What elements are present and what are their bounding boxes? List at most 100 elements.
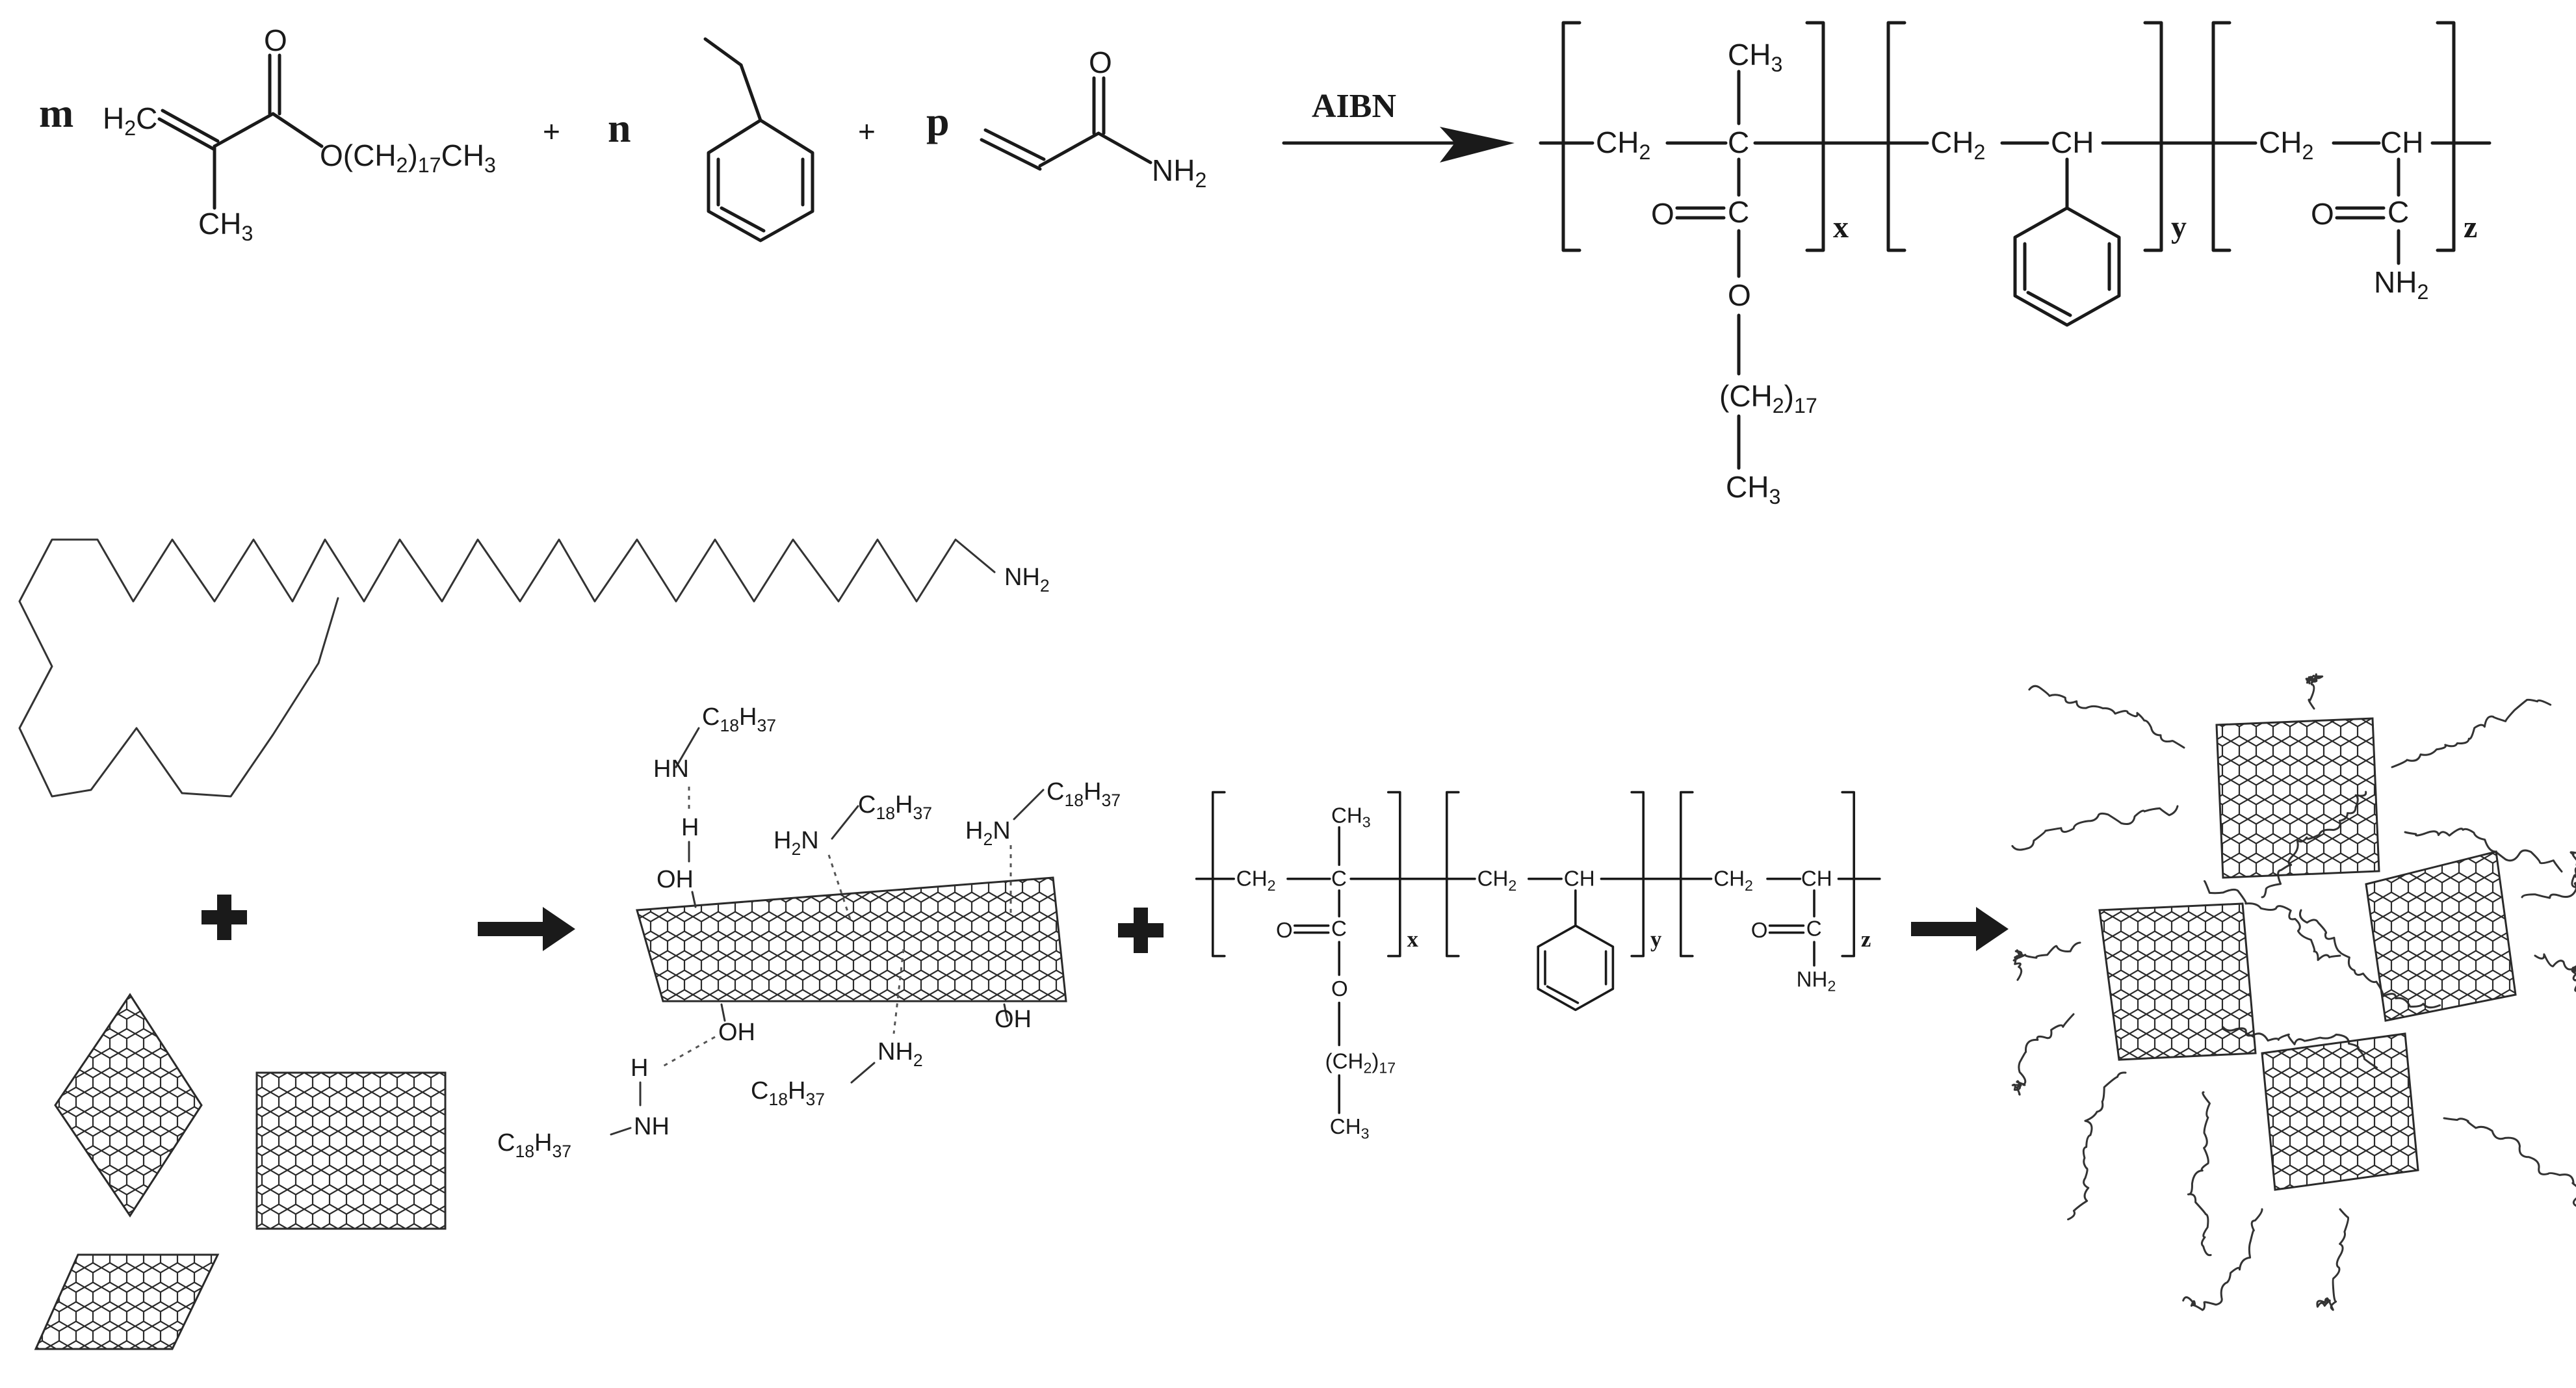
amide-nh2: NH2 — [1152, 153, 1206, 192]
unit3-o: O — [2311, 197, 2334, 231]
polymer-chain — [2305, 673, 2324, 710]
s-unit1-chain: (CH2)17 — [1325, 1049, 1396, 1076]
s-unit1-c: C — [1331, 867, 1347, 891]
fg-c18h37-3: C18H37 — [1047, 778, 1121, 810]
polymer-chain — [2404, 828, 2563, 873]
polymer-chain — [2391, 698, 2552, 768]
s-unit1-ester-c: C — [1331, 917, 1347, 941]
fg-c18h37-2: C18H37 — [858, 791, 932, 823]
polymer-chain — [2067, 1071, 2127, 1221]
polymer-chain — [2187, 1091, 2212, 1257]
subscript-x: x — [1833, 210, 1849, 244]
carbonyl-o: O — [264, 23, 287, 57]
big-plus-1 — [202, 895, 247, 940]
process-arrow-2 — [1911, 907, 2009, 951]
ch3-label: CH3 — [198, 207, 253, 245]
coef-p: p — [926, 98, 950, 144]
s-unit3-ch: CH — [1801, 867, 1832, 891]
reaction-arrow-top — [1282, 127, 1515, 163]
s-unit1-end-ch3: CH3 — [1330, 1115, 1370, 1142]
process-arrow-1 — [478, 907, 575, 951]
graphene-sheet-square — [255, 1071, 447, 1230]
polymer-chain — [2011, 1013, 2075, 1096]
graphene-sheet-rhombus — [34, 1253, 220, 1350]
monomer-stearyl-methacrylate: H2C CH3 O O(CH2)17CH3 — [103, 23, 496, 245]
s-unit3-ch2: CH2 — [1713, 867, 1753, 894]
polymer-chain — [2443, 1117, 2576, 1207]
unit1-ester-c: C — [1728, 195, 1749, 229]
s-subscript-y: y — [1650, 927, 1661, 952]
subscript-y: y — [2171, 210, 2187, 244]
s-subscript-x: x — [1407, 927, 1419, 952]
product-terpolymer: CH2 C CH2 CH CH2 CH CH3 C O O (CH2)17 CH… — [1539, 21, 2491, 508]
fg-oh-3: OH — [995, 1006, 1032, 1033]
big-plus-2 — [1118, 908, 1164, 953]
unit2-ch2: CH2 — [1931, 125, 1985, 164]
fg-c18h37-4: C18H37 — [497, 1129, 571, 1161]
composite-sheet-right — [2365, 850, 2517, 1022]
fg-c18h37-5: C18H37 — [751, 1077, 825, 1109]
unit1-ch3: CH3 — [1728, 38, 1782, 76]
fg-c18h37-1: C18H37 — [702, 703, 776, 735]
unit3-nh2: NH2 — [2374, 265, 2428, 304]
h2c-label: H2C — [103, 101, 157, 140]
fg-oh-2: OH — [718, 1019, 755, 1046]
catalyst-aibn: AIBN — [1312, 88, 1396, 125]
composite-sheet-bottom — [2261, 1032, 2419, 1191]
unit1-ch2: CH2 — [1596, 125, 1650, 164]
ester-label: O(CH2)17CH3 — [320, 138, 496, 177]
monomer-acrylamide: O NH2 — [980, 46, 1206, 192]
fg-h2n-1: H2N — [774, 827, 819, 859]
polymer-chain — [2521, 851, 2576, 899]
unit3-c: C — [2387, 195, 2409, 229]
polymer-chains — [2011, 673, 2576, 1311]
composite-sheet-top — [2215, 717, 2380, 879]
s-unit1-ether-o: O — [1331, 977, 1348, 1001]
product-terpolymer-small: CH2 C CH2 CH CH2 CH CH3 C O O (CH2)17 CH… — [1195, 791, 1881, 1142]
polymer-chain — [2534, 953, 2576, 992]
s-unit1-ch2: CH2 — [1236, 867, 1276, 894]
composite-graphene-polymer — [2011, 673, 2576, 1311]
polymer-chain — [2316, 1208, 2350, 1311]
subscript-z: z — [2464, 210, 2477, 244]
fg-nh-1: NH — [634, 1113, 670, 1140]
unit3-ch: CH — [2380, 125, 2423, 159]
unit1-c: C — [1728, 125, 1749, 159]
fg-h-1: H — [681, 814, 699, 841]
s-unit3-o: O — [1751, 919, 1768, 943]
s-unit3-c: C — [1806, 917, 1822, 941]
coef-m: m — [39, 90, 73, 136]
amide-o: O — [1089, 46, 1112, 79]
polymer-chain — [2011, 805, 2179, 851]
polymer-chain — [2204, 880, 2341, 962]
fg-nh2-1: NH2 — [878, 1038, 923, 1070]
unit3-ch2: CH2 — [2259, 125, 2313, 164]
fg-oh-1: OH — [657, 866, 694, 893]
s-unit2-ch: CH — [1564, 867, 1595, 891]
s-subscript-z: z — [1861, 927, 1871, 952]
fg-h-2: H — [631, 1054, 648, 1082]
s-unit1-carbonyl-o: O — [1276, 919, 1293, 943]
plus-1: + — [543, 114, 560, 148]
fg-hn-1: HN — [653, 755, 689, 783]
graphene-sheet-diamond — [54, 993, 203, 1218]
unit1-carbonyl-o: O — [1651, 197, 1674, 231]
coef-n: n — [608, 105, 631, 151]
functionalized-graphene: C18H37 HN H OH C18H37 H2N C18H37 H2N OH … — [497, 703, 1121, 1161]
s-unit1-ch3: CH3 — [1331, 804, 1371, 830]
ocda-nh2: NH2 — [1004, 564, 1050, 596]
s-unit3-nh2: NH2 — [1797, 967, 1836, 994]
s-unit2-ch2: CH2 — [1477, 867, 1517, 894]
polymer-chain — [2028, 685, 2185, 749]
polymer-chain — [2012, 941, 2081, 981]
octadecylamine-structure: NH2 — [18, 538, 1050, 798]
polymer-chain — [2182, 1208, 2263, 1311]
unit2-ch: CH — [2051, 125, 2094, 159]
fg-h2n-2: H2N — [965, 817, 1011, 849]
unit1-ether-o: O — [1728, 278, 1751, 312]
composite-sheet-left — [2098, 902, 2257, 1061]
unit1-end-ch3: CH3 — [1726, 470, 1780, 508]
monomer-styrene — [703, 37, 814, 242]
